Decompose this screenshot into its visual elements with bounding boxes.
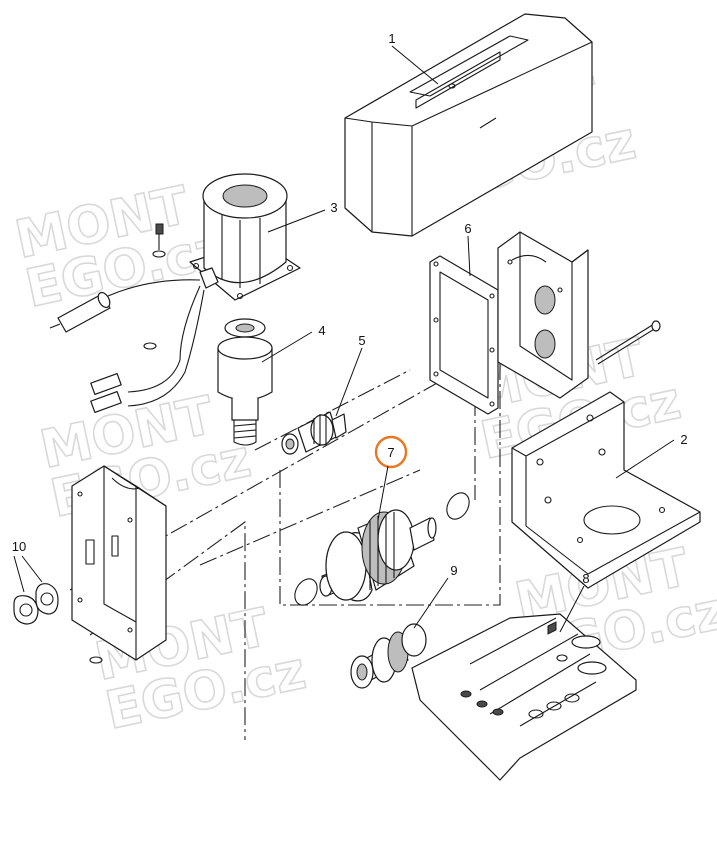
part-labels: 1 2 3 4 5 6 7 8 9 10 [12,31,688,586]
part-secondary-gear[interactable] [350,623,427,689]
part-cover[interactable] [344,13,593,237]
part-motor[interactable] [189,173,301,301]
highlight-ring [374,435,408,469]
part-bracket[interactable] [511,391,701,589]
part-fastener-kit[interactable] [411,613,637,781]
part-label-8: 8 [582,571,589,586]
leader-lines [13,45,675,633]
part-label-10: 10 [12,539,26,554]
part-long-bolt [595,320,661,365]
part-gear-shaft[interactable] [319,435,437,602]
part-rotor[interactable] [217,318,273,446]
part-pinion[interactable] [281,411,347,455]
part-label-4: 4 [318,323,325,338]
part-label-2: 2 [680,432,687,447]
part-capacitor [49,279,205,414]
part-label-9: 9 [450,563,457,578]
part-label-7: 7 [387,445,394,460]
part-label-3: 3 [330,200,337,215]
part-gasket[interactable] [429,255,499,415]
part-label-1: 1 [388,31,395,46]
part-label-6: 6 [464,221,471,236]
part-end-plate[interactable] [71,465,167,664]
part-gearbox-housing[interactable] [497,231,589,399]
part-screw [152,223,166,258]
part-orings [294,492,470,606]
part-label-5: 5 [358,333,365,348]
part-keys[interactable] [13,583,59,625]
